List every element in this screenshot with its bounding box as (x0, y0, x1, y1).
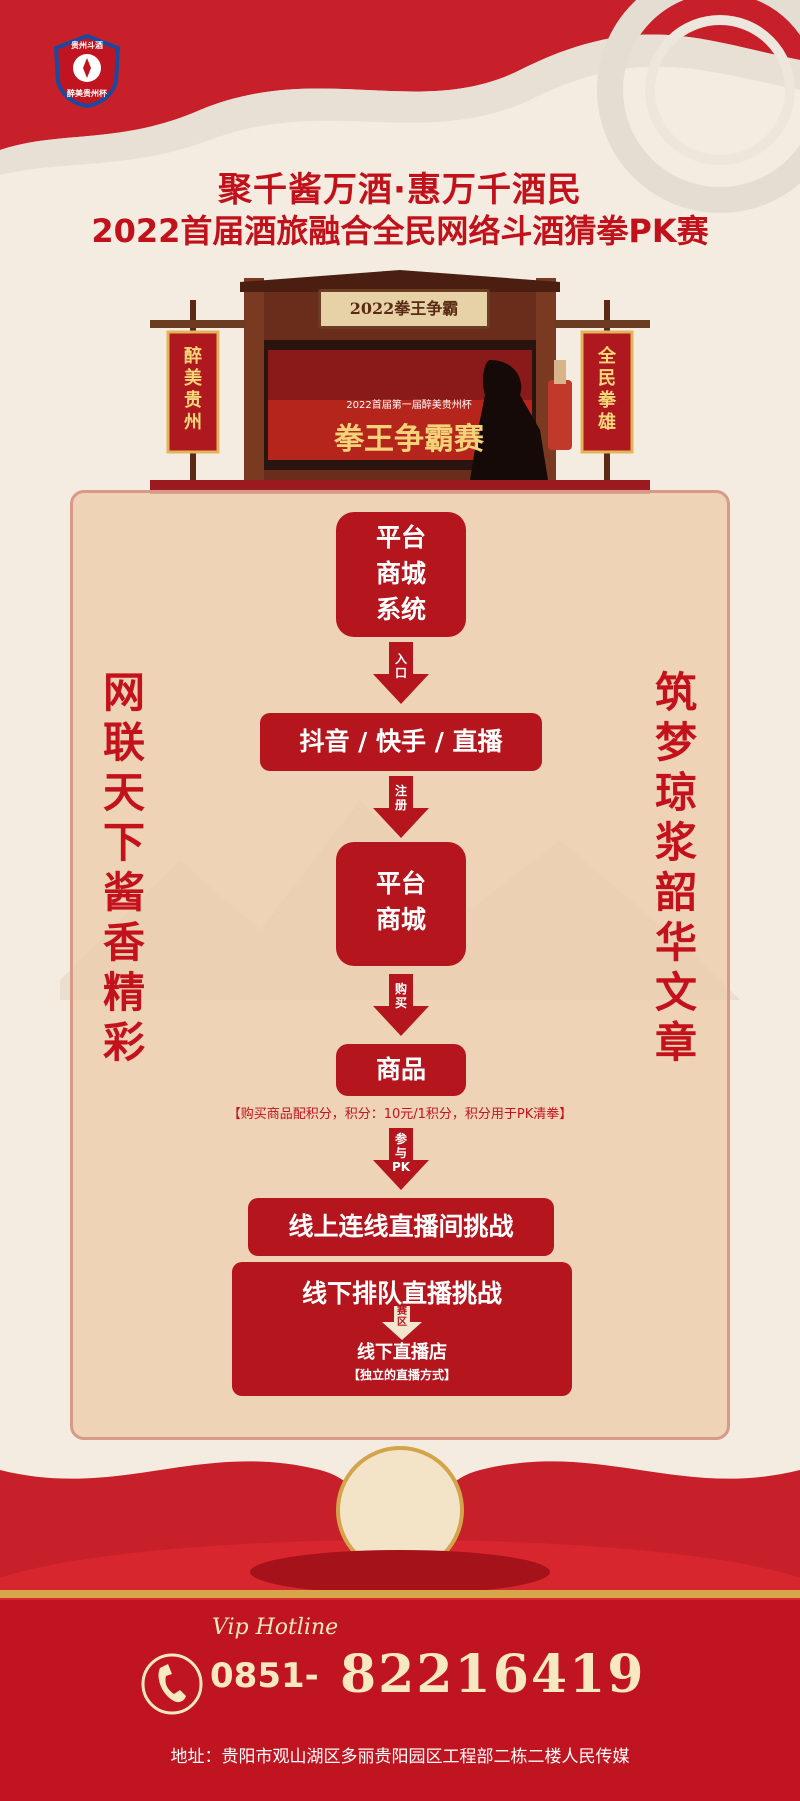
phone-number[interactable]: 82216419 (340, 1644, 646, 1705)
step-platform-mall-system: 平台 商城 系统 (336, 512, 466, 637)
arrow4-label-3: PK (391, 1160, 411, 1174)
title-line-2: 2022首届酒旅融合全民网络斗酒猜拳PK赛 (91, 212, 709, 250)
hotline-label: Vip Hotline (212, 1615, 339, 1640)
screen-small-text: 2022首届第一届醉美贵州杯 (346, 400, 472, 411)
arrow-down-icon (373, 1128, 429, 1190)
step3-line1: 平台 (375, 869, 426, 898)
arrow4-label-1: 参 (394, 1132, 407, 1146)
step-platform-mall: 平台 商城 (336, 842, 466, 966)
logo-top-text: 贵州斗酒 (71, 41, 103, 50)
arrow4-label: 参 与 PK (386, 1132, 416, 1174)
arrow1-label-2: 口 (394, 666, 407, 680)
step-offline-live-challenge: 线下排队直播挑战 赛 区 线下直播店 【独立的直播方式】 (232, 1262, 572, 1396)
step3-line2: 商城 (375, 905, 426, 934)
footer-band (0, 1600, 800, 1801)
step6-title: 线下排队直播挑战 (301, 1279, 502, 1308)
arrow2-label-2: 册 (394, 798, 407, 812)
phone-prefix[interactable]: 0851- (210, 1656, 319, 1696)
arrow4-label-2: 与 (394, 1146, 407, 1160)
step6-sub: 线下直播店 (357, 1342, 447, 1363)
arrow1-label: 入 口 (386, 652, 416, 680)
arrow5-label-2: 区 (397, 1317, 407, 1328)
arrow2-label-1: 注 (394, 784, 407, 798)
points-note: 【购买商品配积分，积分：10元/1积分，积分用于PK清拳】 (227, 1107, 573, 1122)
step1-line1: 平台 (375, 523, 426, 552)
right-side-slogan-text: 筑梦琼浆韶华文章 (654, 668, 697, 1067)
right-banner: 全民拳雄 (586, 346, 628, 434)
arrow-down-icon (373, 642, 429, 704)
logo: 贵州斗酒 醉美贵州杯 (52, 33, 122, 109)
step1-line3: 系统 (375, 595, 426, 624)
arrow-down-icon (373, 974, 429, 1036)
step-goods: 商品 (336, 1044, 466, 1096)
arrow3-label-2: 买 (394, 996, 407, 1010)
arrow-down-icon (373, 776, 429, 838)
step1-line2: 商城 (375, 559, 426, 588)
address-line: 地址：贵阳市观山湖区多丽贵阳园区工程部二栋二楼人民传媒 (170, 1747, 630, 1767)
step-douyin-kuaishou-live: 抖音 / 快手 / 直播 (260, 713, 542, 771)
left-side-slogan-text: 网联天下酱香精彩 (102, 668, 145, 1067)
arrow1-label-1: 入 (394, 652, 407, 666)
logo-bottom-text: 醉美贵州杯 (67, 89, 107, 98)
step6-note: 【独立的直播方式】 (347, 1368, 456, 1382)
phone-icon (141, 1653, 203, 1715)
arrow2-label: 注 册 (386, 784, 416, 812)
gate-plaque: 2022拳王争霸 (318, 289, 490, 329)
arrow5-label: 赛 区 (387, 1306, 417, 1328)
left-banner-text: 醉美贵州 (184, 346, 202, 433)
left-side-slogan: 网联天下酱香精彩 (94, 668, 154, 1068)
right-banner-text: 全民拳雄 (598, 346, 616, 433)
arrow3-label-1: 购 (394, 982, 407, 996)
screen-big-text: 拳王争霸赛 (334, 422, 484, 457)
step-online-live-challenge: 线上连线直播间挑战 (248, 1198, 554, 1256)
arrow3-label: 购 买 (386, 982, 416, 1010)
title-line-1: 聚千酱万酒·惠万千酒民 (218, 170, 582, 210)
arrow-down-icon (382, 1306, 422, 1340)
left-banner: 醉美贵州 (172, 346, 214, 434)
right-side-slogan: 筑梦琼浆韶华文章 (646, 668, 706, 1068)
arrow5-label-1: 赛 (397, 1306, 407, 1317)
